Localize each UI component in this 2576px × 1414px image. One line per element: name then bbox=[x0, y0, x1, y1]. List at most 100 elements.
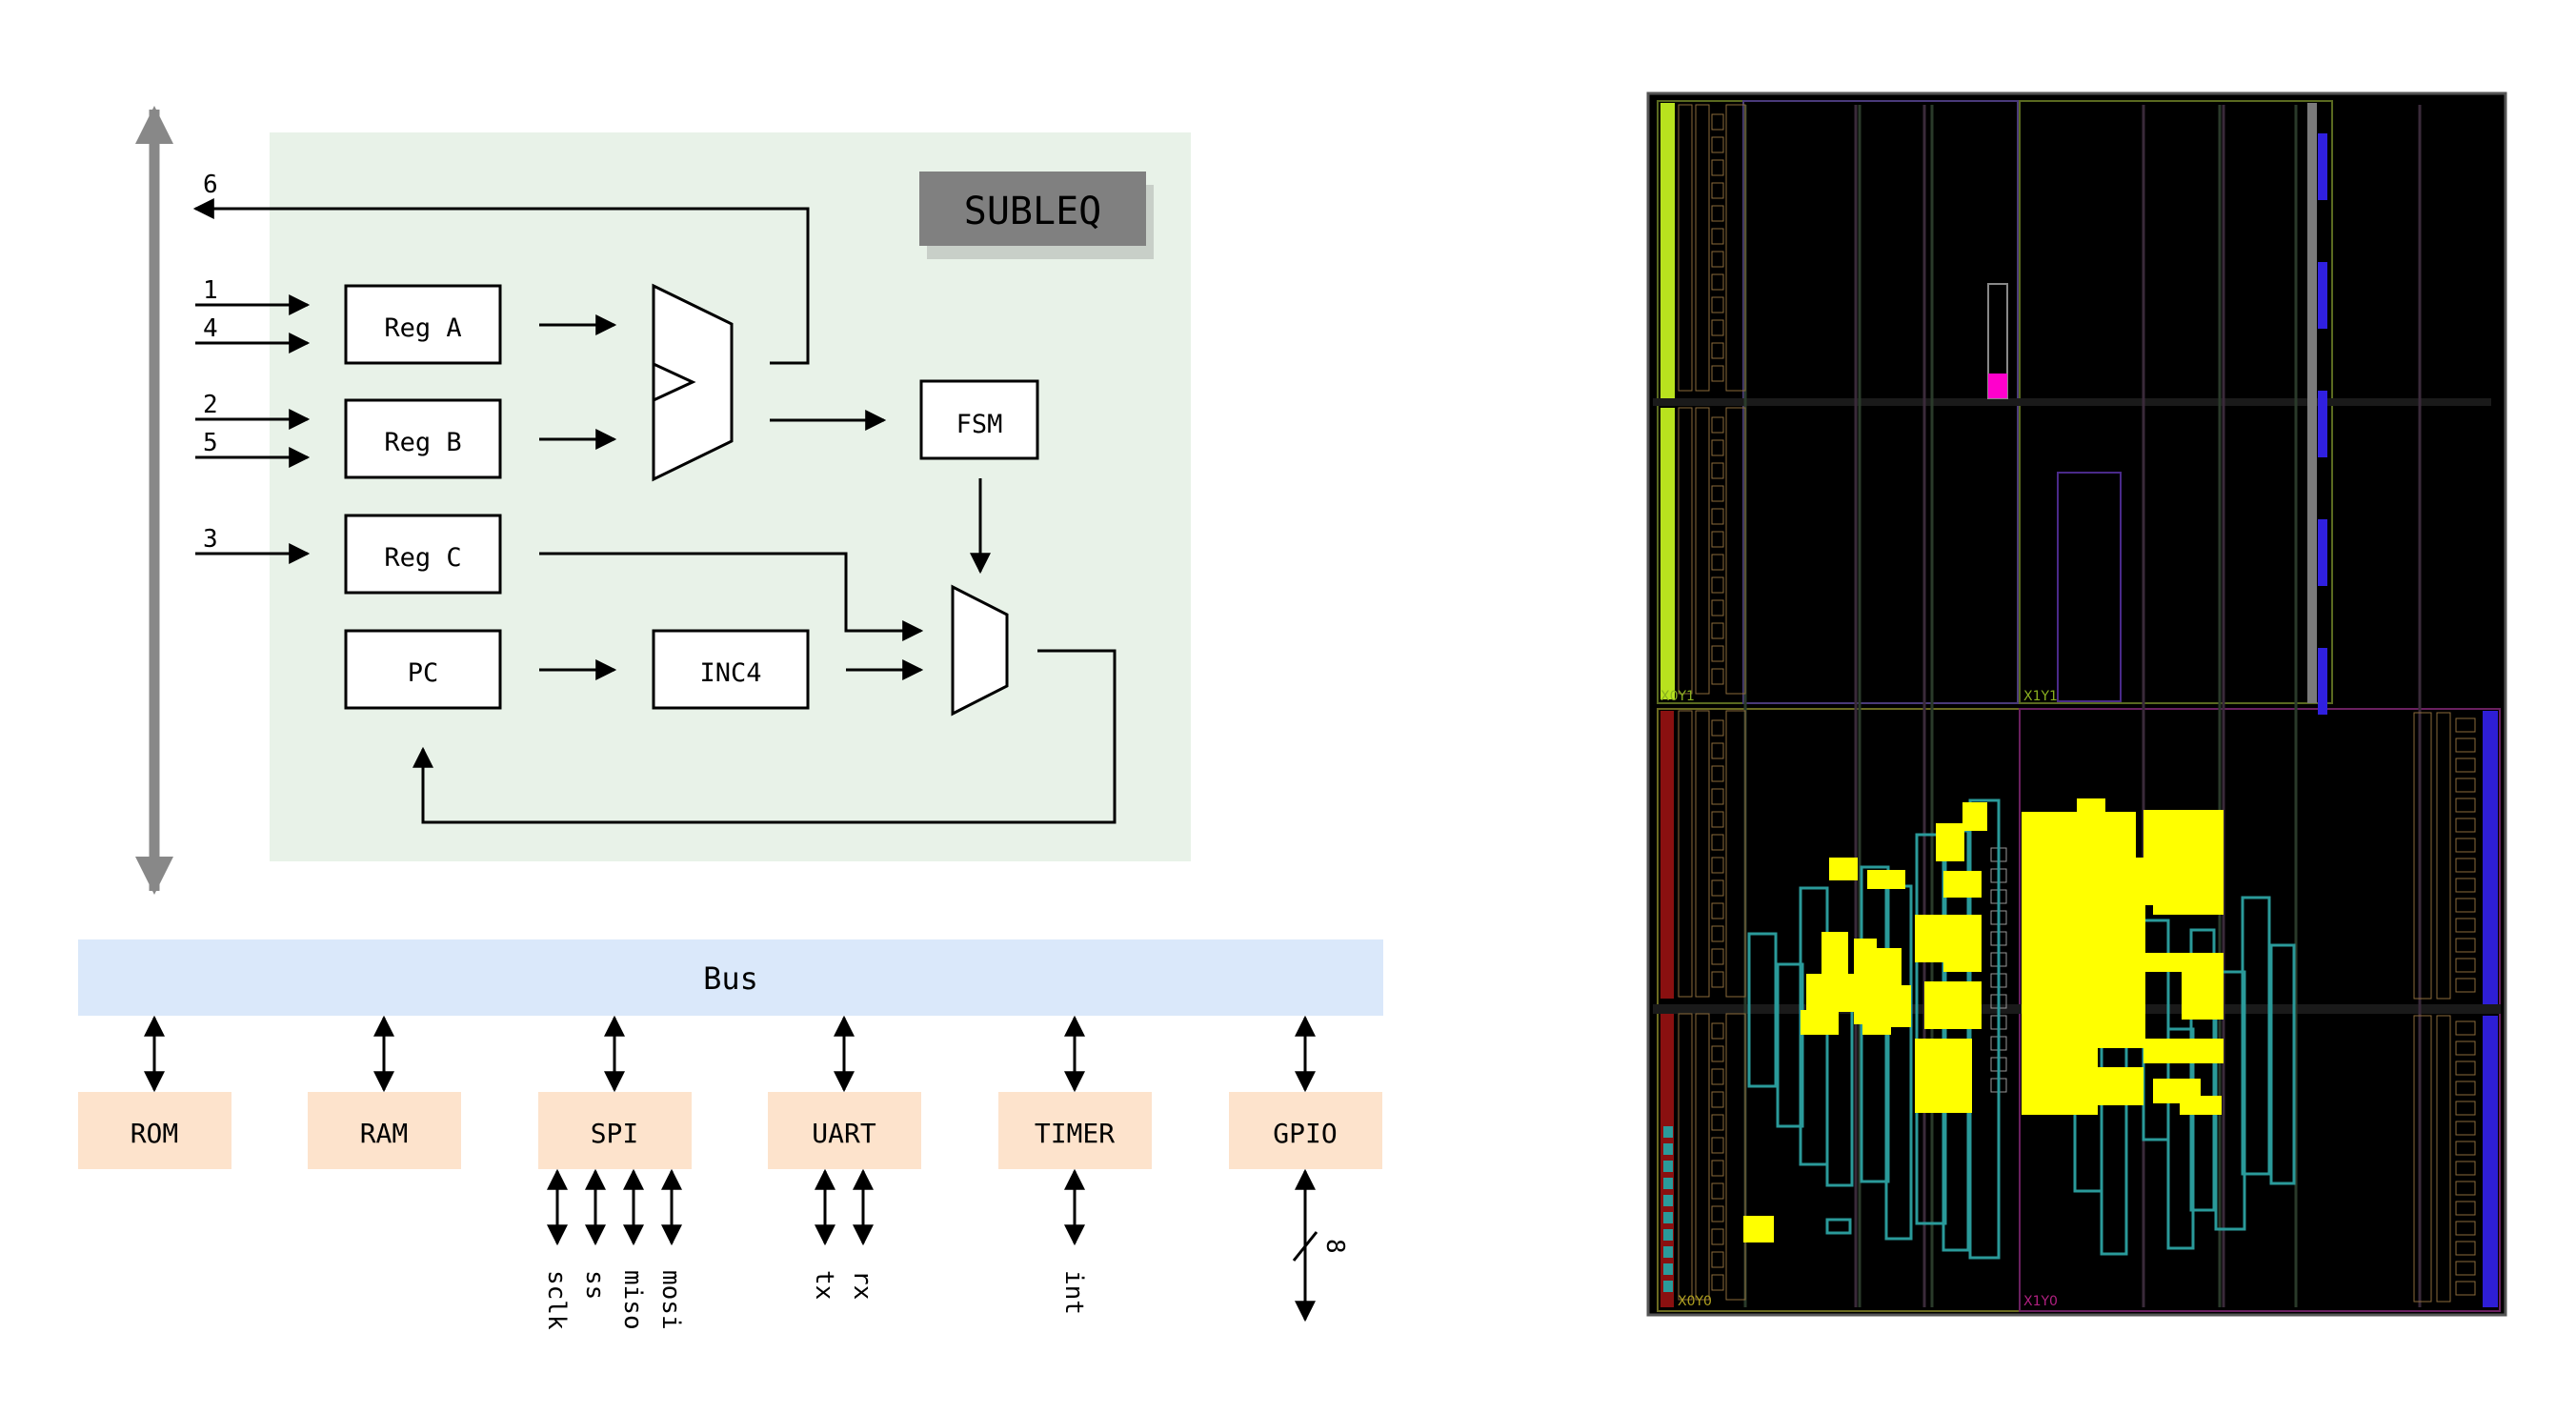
tile-cell bbox=[1711, 485, 1724, 502]
tile-cell bbox=[2455, 818, 2476, 833]
tile-cell bbox=[2455, 858, 2476, 873]
port-label-1: 1 bbox=[203, 276, 218, 305]
tile-cell bbox=[2455, 1141, 2476, 1156]
route-outline bbox=[2166, 1027, 2195, 1250]
highlight-cell bbox=[1988, 374, 2007, 398]
logic-block bbox=[1943, 871, 1982, 898]
logic-block bbox=[2022, 1039, 2098, 1115]
tile-cell bbox=[2455, 717, 2476, 733]
logic-block bbox=[1943, 915, 1982, 972]
tile-cell bbox=[1711, 1274, 1724, 1291]
side-cell bbox=[1663, 1229, 1673, 1241]
rom-box bbox=[78, 1092, 231, 1169]
logic-block bbox=[2077, 798, 2105, 818]
subleq-core: SUBLEQ Reg A Reg B Reg C PC FSM INC4 bbox=[192, 132, 1191, 861]
logic-block bbox=[1936, 823, 1964, 861]
mux-to-pc-feedback bbox=[413, 649, 1117, 824]
ram-label: RAM bbox=[360, 1118, 409, 1149]
reg-a: Reg A bbox=[344, 284, 502, 365]
tile-stack bbox=[1695, 710, 1710, 998]
side-cell bbox=[1663, 1143, 1673, 1155]
inc4: INC4 bbox=[652, 629, 810, 710]
reg-b: Reg B bbox=[344, 398, 502, 479]
tile-cell bbox=[1711, 296, 1724, 313]
side-cell bbox=[1663, 1212, 1673, 1223]
tile-cell bbox=[1711, 113, 1724, 131]
logic-block bbox=[2143, 953, 2182, 972]
logic-block bbox=[1915, 1086, 1943, 1113]
bram-ports bbox=[2318, 133, 2327, 200]
tile-stack bbox=[1678, 1013, 1693, 1301]
tile-cell bbox=[2455, 978, 2476, 993]
alu-to-bus-output bbox=[192, 198, 810, 365]
tile-cell bbox=[1711, 416, 1724, 434]
tile-cell bbox=[2455, 1161, 2476, 1176]
tile-cell bbox=[1711, 645, 1724, 662]
tile-stack bbox=[1678, 407, 1693, 695]
spi-box bbox=[538, 1092, 692, 1169]
tile-stack bbox=[1725, 407, 1746, 695]
timer-label: TIMER bbox=[1035, 1118, 1115, 1149]
tile-cell bbox=[2455, 1281, 2476, 1296]
tile-cell bbox=[2455, 1201, 2476, 1216]
route-outline bbox=[1747, 932, 1778, 1088]
tile-stack bbox=[2436, 1015, 2451, 1303]
port-label-3: 3 bbox=[203, 525, 218, 554]
tile-stack bbox=[1678, 104, 1693, 392]
side-cell bbox=[1663, 1263, 1673, 1275]
side-cell bbox=[1663, 1161, 1673, 1172]
side-cell bbox=[1663, 1246, 1673, 1258]
port-label-6: 6 bbox=[203, 171, 218, 199]
tile-cell bbox=[1711, 1068, 1724, 1085]
program-counter: PC bbox=[344, 629, 502, 710]
route-outline bbox=[1825, 1218, 1852, 1235]
tile-cell bbox=[2455, 778, 2476, 793]
tile-stack bbox=[1678, 710, 1693, 998]
spi-label: SPI bbox=[591, 1118, 639, 1149]
tile-cell bbox=[1711, 668, 1724, 685]
clock-column-mid bbox=[1660, 408, 1675, 699]
tile-cell bbox=[2455, 958, 2476, 973]
tile-cell bbox=[1711, 1205, 1724, 1222]
tile-cell bbox=[1711, 182, 1724, 199]
fsm: FSM bbox=[919, 379, 1039, 460]
bus-label: Bus bbox=[703, 960, 758, 997]
region-x0y0-label: X0Y0 bbox=[1678, 1294, 1712, 1309]
bram-ports bbox=[2318, 519, 2327, 586]
tile-cell bbox=[2455, 798, 2476, 813]
subleq-title-box bbox=[919, 172, 1146, 246]
tile-cell bbox=[1711, 622, 1724, 639]
tile-cell bbox=[1711, 742, 1724, 759]
port-label-4: 4 bbox=[203, 314, 218, 343]
tile-stack bbox=[1695, 1013, 1710, 1301]
reg-c: Reg C bbox=[344, 514, 502, 595]
port-label-2: 2 bbox=[203, 391, 218, 419]
fpga-floorplan: X0Y1 X1Y1 X0Y0 X1Y0 bbox=[1646, 91, 2507, 1317]
tile-cell bbox=[1711, 319, 1724, 336]
logic-block bbox=[1862, 1014, 1891, 1035]
timer-int-label: int bbox=[1059, 1270, 1088, 1315]
tile-stack bbox=[1695, 104, 1710, 392]
pc-mux bbox=[951, 584, 1009, 717]
logic-block bbox=[1806, 974, 1863, 1012]
logic-block bbox=[1743, 1216, 1774, 1242]
tile-cell bbox=[1711, 902, 1724, 919]
tile-cell bbox=[2455, 1040, 2476, 1056]
alu bbox=[652, 283, 734, 482]
uart-tx-label: tx bbox=[810, 1270, 838, 1300]
logic-block bbox=[2048, 943, 2105, 1010]
tile-cell bbox=[1711, 1251, 1724, 1268]
uart-label: UART bbox=[812, 1118, 876, 1149]
bank-column-left-top bbox=[1660, 711, 1674, 999]
gpio-box bbox=[1229, 1092, 1382, 1169]
tile-cell bbox=[1711, 834, 1724, 851]
io-column-right-top bbox=[2483, 711, 2498, 1006]
tile-cell bbox=[1711, 1160, 1724, 1177]
rom-label: ROM bbox=[131, 1118, 179, 1149]
logic-block bbox=[2182, 953, 2224, 1020]
bram-ports bbox=[2318, 648, 2327, 715]
tile-stack bbox=[1725, 710, 1746, 998]
logic-block bbox=[1943, 1096, 1972, 1113]
peripherals: ROM RAM SPI UART TIMER GPIO sclk ss miso… bbox=[78, 1015, 1382, 1330]
